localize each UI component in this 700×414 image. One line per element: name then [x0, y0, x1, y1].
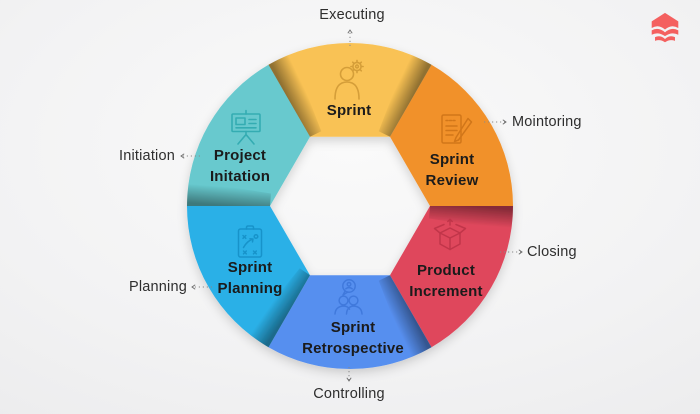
person-gear-icon: [334, 59, 364, 100]
mointoring-annotation: Mointoring: [512, 114, 582, 130]
project-initation-label: Project Initation: [209, 147, 271, 185]
executing-annotation: Executing: [319, 7, 385, 23]
document-pencil-icon: [441, 114, 473, 144]
closing-annotation: Closing: [527, 244, 577, 260]
team-chat-icon: [334, 279, 363, 315]
fold-shadow: [378, 275, 432, 359]
fold-shadow: [429, 206, 513, 232]
brand-logo: [651, 12, 679, 43]
product-increment-label: Product Increment: [409, 262, 483, 300]
fold-shadow: [268, 53, 322, 137]
controlling-annotation: Controlling: [313, 386, 385, 402]
planning-annotation: Planning: [128, 279, 187, 295]
fold-shadow: [247, 268, 310, 348]
open-box-icon: [433, 218, 467, 251]
presentation-board-icon: [231, 109, 261, 145]
sprint-retrospective-label: Sprint Retrospective: [302, 319, 404, 357]
fold-shadow: [378, 53, 432, 137]
strategy-clipboard-icon: [237, 225, 263, 258]
fold-shadow: [187, 180, 271, 206]
sprint-planning-label: Sprint Planning: [217, 259, 283, 297]
segment-product-increment: [390, 206, 513, 348]
sprint-label: Sprint: [326, 102, 372, 119]
sprint-review-label: Sprint Review: [425, 151, 479, 189]
segment-project-initation: [187, 64, 310, 206]
initiation-annotation: Initiation: [118, 148, 175, 164]
brand-logo-shape: [651, 12, 679, 43]
